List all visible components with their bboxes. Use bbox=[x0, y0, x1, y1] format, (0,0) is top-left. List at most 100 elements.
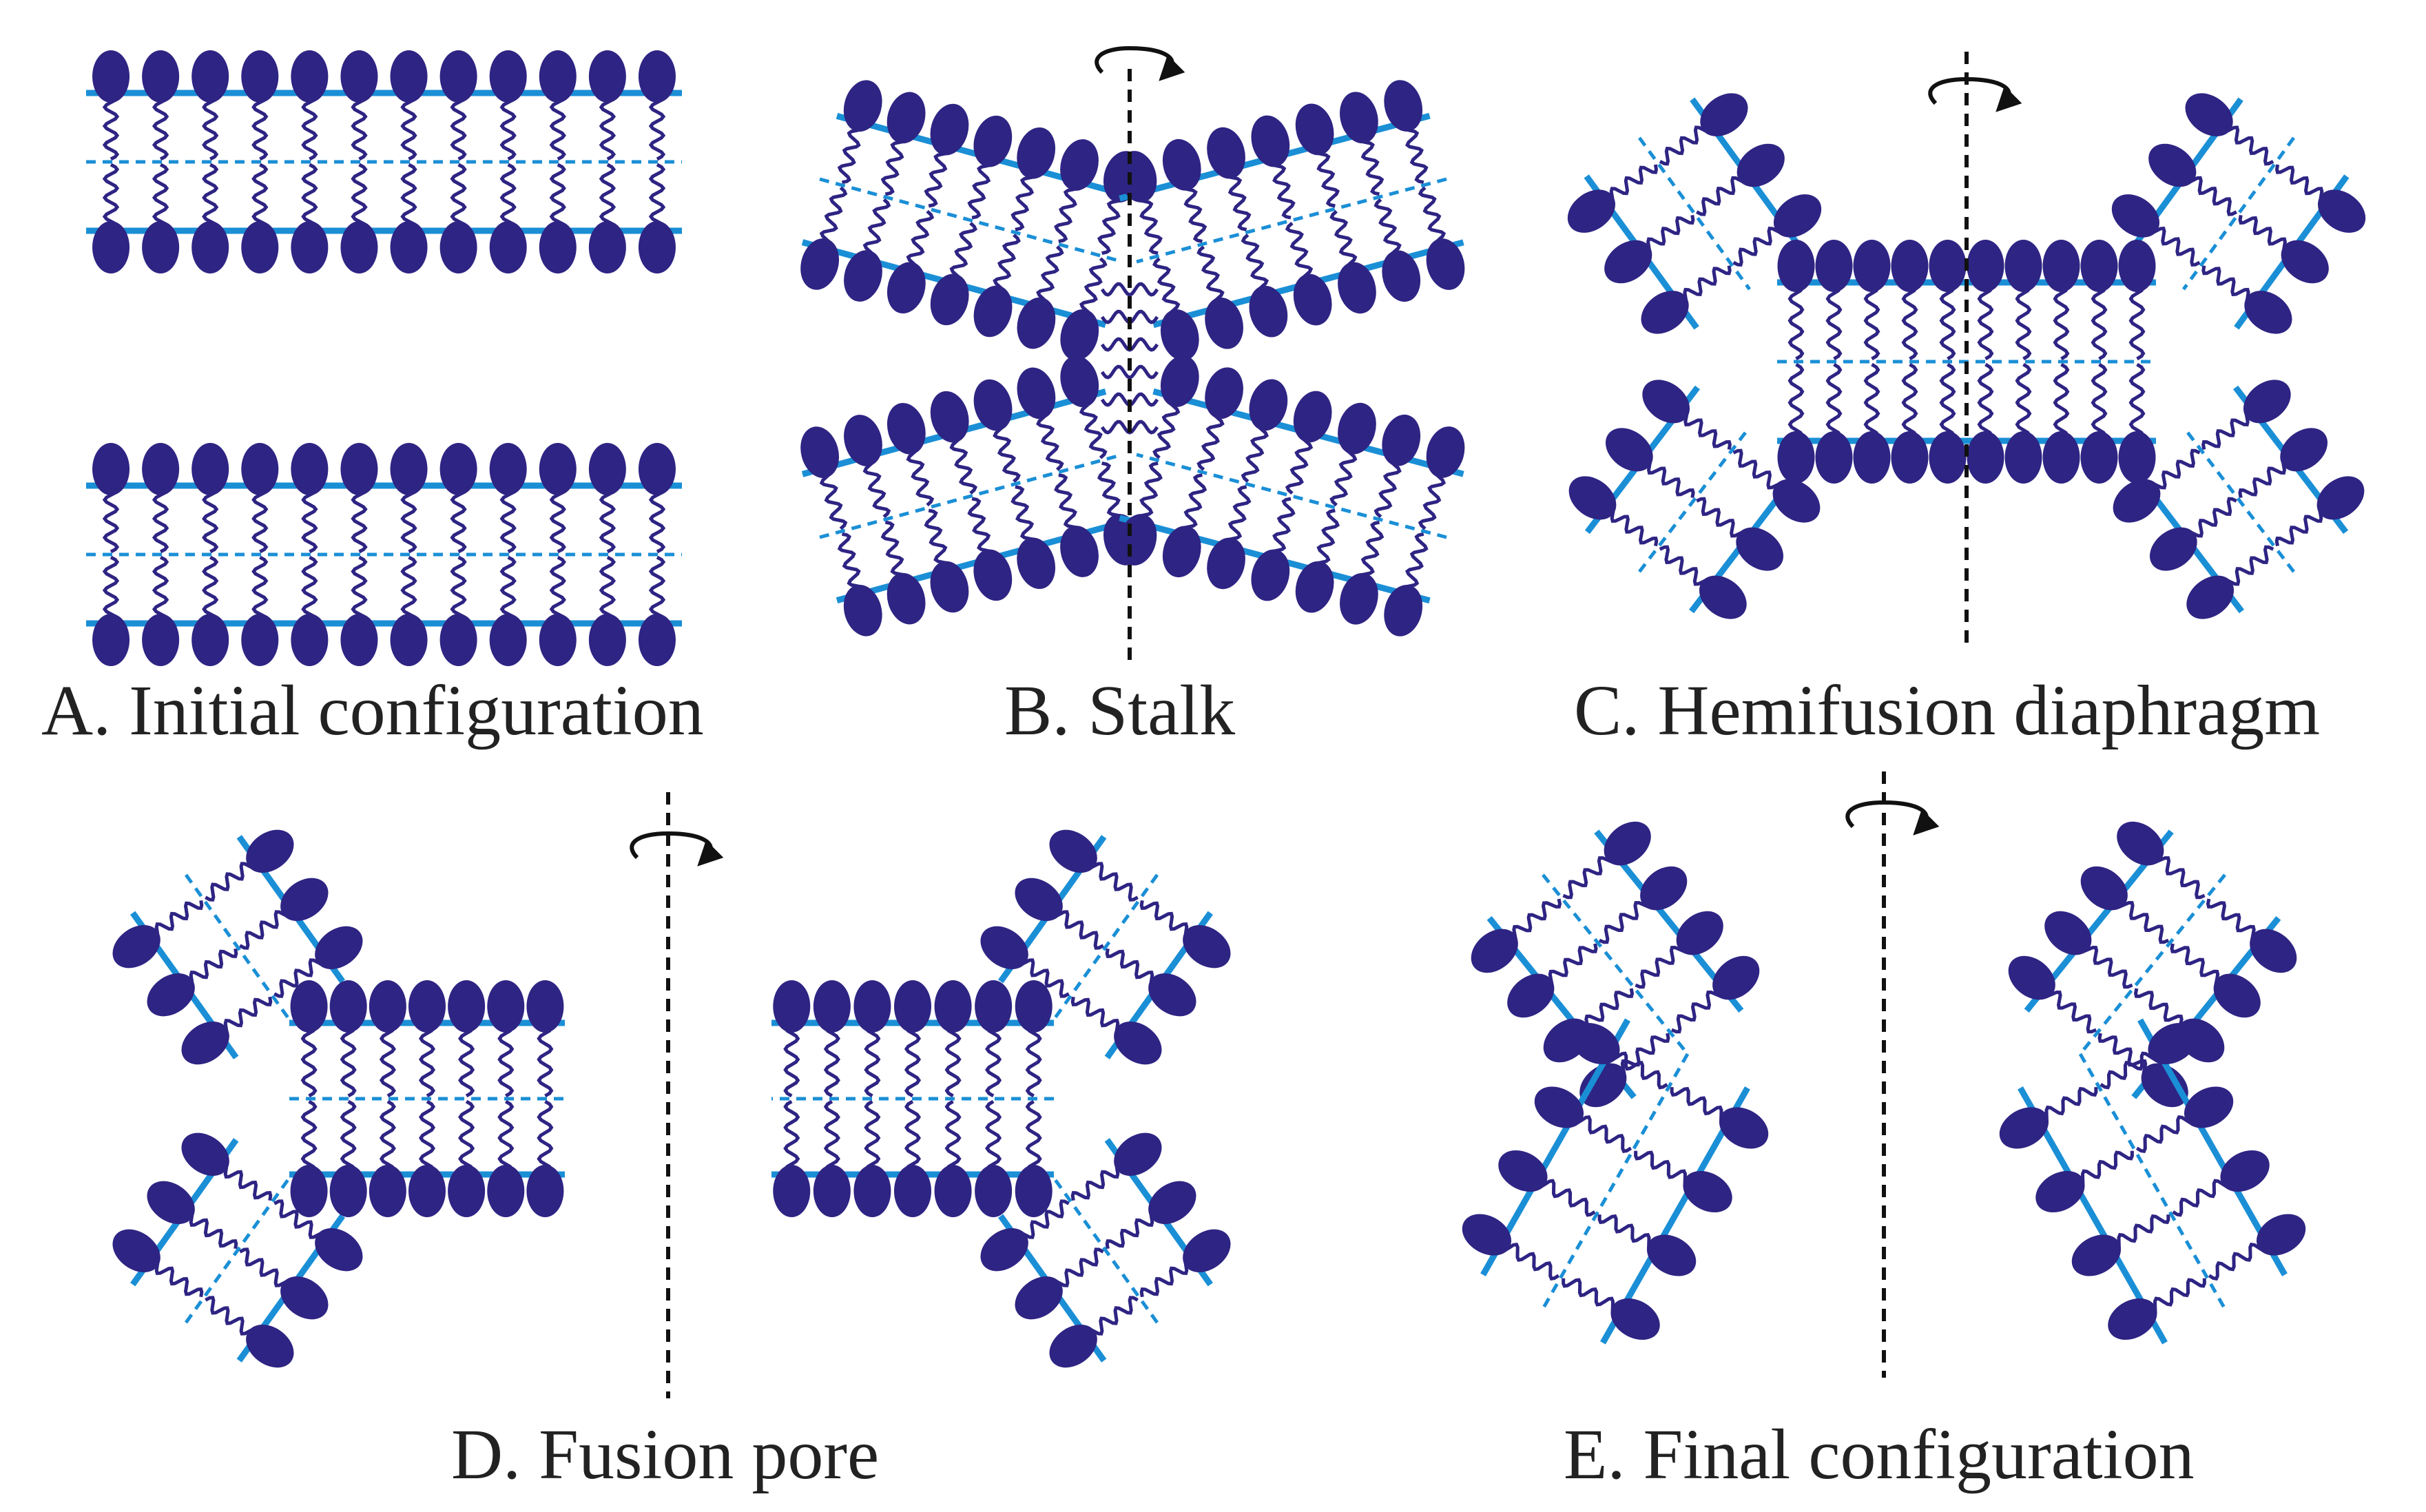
lipid-head bbox=[280, 1276, 329, 1320]
lipid-head bbox=[2042, 431, 2080, 484]
leaflet-midplane bbox=[2182, 426, 2295, 573]
lipid-head bbox=[1567, 189, 1616, 233]
lipid-head bbox=[241, 221, 279, 273]
leaflet-midplane bbox=[819, 453, 1123, 539]
lipid-tails bbox=[1499, 1051, 1731, 1316]
lipid-head bbox=[2186, 575, 2235, 619]
lipid-tails bbox=[1015, 1159, 1194, 1337]
leaflet-midplane bbox=[1136, 453, 1447, 539]
lipid-head bbox=[2316, 476, 2365, 520]
lipid-head bbox=[1777, 431, 1815, 484]
lipid-head bbox=[1815, 240, 1853, 292]
lipid-head bbox=[1570, 1022, 1620, 1065]
lipid-head bbox=[1338, 402, 1376, 455]
lipid-head bbox=[2184, 1086, 2234, 1128]
lipid-head bbox=[1712, 955, 1760, 1000]
lipid-head bbox=[439, 443, 477, 495]
lipid-head bbox=[1736, 527, 1784, 571]
lipid-head bbox=[887, 572, 926, 625]
lipid-head bbox=[1384, 585, 1423, 636]
lipid-head bbox=[408, 980, 446, 1033]
lipid-head bbox=[181, 1132, 229, 1176]
lipid-head bbox=[1017, 537, 1056, 590]
lipid-head bbox=[1929, 431, 1967, 484]
lipid-head bbox=[191, 614, 229, 666]
lipid-head bbox=[1641, 291, 1689, 334]
lipid-head bbox=[2004, 431, 2042, 484]
lipid-head bbox=[2008, 955, 2055, 1000]
lipid-head bbox=[2004, 240, 2042, 292]
lipid-head bbox=[1426, 426, 1465, 478]
lipid-head bbox=[588, 221, 626, 273]
lipid-head bbox=[1162, 138, 1201, 191]
lipid-head bbox=[246, 1325, 294, 1368]
lipid-head bbox=[1205, 297, 1243, 349]
lipid-head bbox=[1676, 911, 1723, 955]
lipid-head bbox=[843, 80, 882, 132]
lipid-head bbox=[1646, 1234, 1697, 1276]
lipid-head bbox=[112, 925, 160, 969]
lipid-head bbox=[1015, 1276, 1063, 1320]
lipid-head bbox=[1772, 479, 1821, 523]
lipid-head bbox=[142, 221, 180, 273]
lipid-head bbox=[329, 980, 367, 1033]
lipid-head bbox=[2044, 911, 2092, 955]
leaflet-midplane bbox=[1136, 177, 1447, 264]
lipid-tails bbox=[1605, 407, 1786, 588]
leaflet-midplane bbox=[1638, 426, 1751, 573]
panel-fusion-pore bbox=[112, 829, 1231, 1368]
rotation-axes bbox=[666, 52, 1969, 1398]
lipid-head bbox=[369, 980, 406, 1033]
lipid-head bbox=[2035, 1170, 2085, 1213]
lipid-head bbox=[329, 1165, 367, 1217]
lipid-head bbox=[2071, 1234, 2122, 1276]
lipid-head bbox=[291, 443, 329, 495]
leaflet-midplane bbox=[1637, 136, 1752, 291]
leaflet-midplane bbox=[184, 873, 291, 1021]
lipid-head bbox=[1251, 115, 1290, 167]
lipid-head bbox=[1604, 821, 1651, 866]
lipid-head bbox=[2141, 1063, 2188, 1108]
lipid-head bbox=[1340, 572, 1378, 625]
lipid-head bbox=[539, 614, 577, 666]
lipid-head bbox=[975, 1165, 1013, 1217]
lipid-head bbox=[241, 443, 279, 495]
lipid-head bbox=[1382, 414, 1421, 466]
lipid-head bbox=[1700, 93, 1748, 136]
lipid-head bbox=[291, 50, 329, 103]
lipid-head bbox=[638, 443, 676, 495]
lipid-head bbox=[390, 614, 428, 666]
rotation-arrow-icon bbox=[1845, 800, 1940, 836]
lipid-head bbox=[2148, 143, 2197, 187]
lipid-head bbox=[2256, 1214, 2306, 1256]
lipid-head bbox=[1295, 561, 1334, 613]
lipid-head bbox=[1471, 929, 1518, 973]
lipid-head bbox=[1060, 526, 1099, 577]
lipid-head bbox=[487, 980, 525, 1033]
lipid-head bbox=[894, 980, 931, 1033]
lipid-head bbox=[1604, 240, 1652, 284]
lipid-head bbox=[1060, 309, 1099, 361]
lipid-head bbox=[588, 614, 626, 666]
lipid-head bbox=[181, 1022, 229, 1065]
caption-hemifusion-diaphragm: C. Hemifusion diaphragm bbox=[1574, 671, 2321, 750]
lipid-head bbox=[1183, 1229, 1231, 1272]
lipid-head bbox=[2149, 527, 2197, 571]
lipid-tails bbox=[819, 121, 1126, 321]
lipid-head bbox=[1999, 1107, 2049, 1149]
lipid-tails bbox=[300, 1021, 554, 1177]
lipid-head bbox=[2185, 93, 2233, 136]
lipid-head bbox=[1249, 285, 1288, 338]
lipid-head bbox=[930, 103, 969, 156]
lipid-head bbox=[369, 1165, 406, 1217]
lipid-head bbox=[241, 614, 279, 666]
lipid-head bbox=[2213, 973, 2261, 1018]
lipid-head bbox=[638, 50, 676, 103]
lipid-head bbox=[340, 614, 378, 666]
leaflet-midplane bbox=[2079, 873, 2226, 1055]
lipid-head bbox=[1719, 1107, 1769, 1149]
lipid-head bbox=[813, 980, 851, 1033]
lipid-head bbox=[1605, 428, 1653, 472]
leaflet-midplane bbox=[1052, 1177, 1159, 1324]
lipid-head bbox=[2250, 929, 2297, 973]
